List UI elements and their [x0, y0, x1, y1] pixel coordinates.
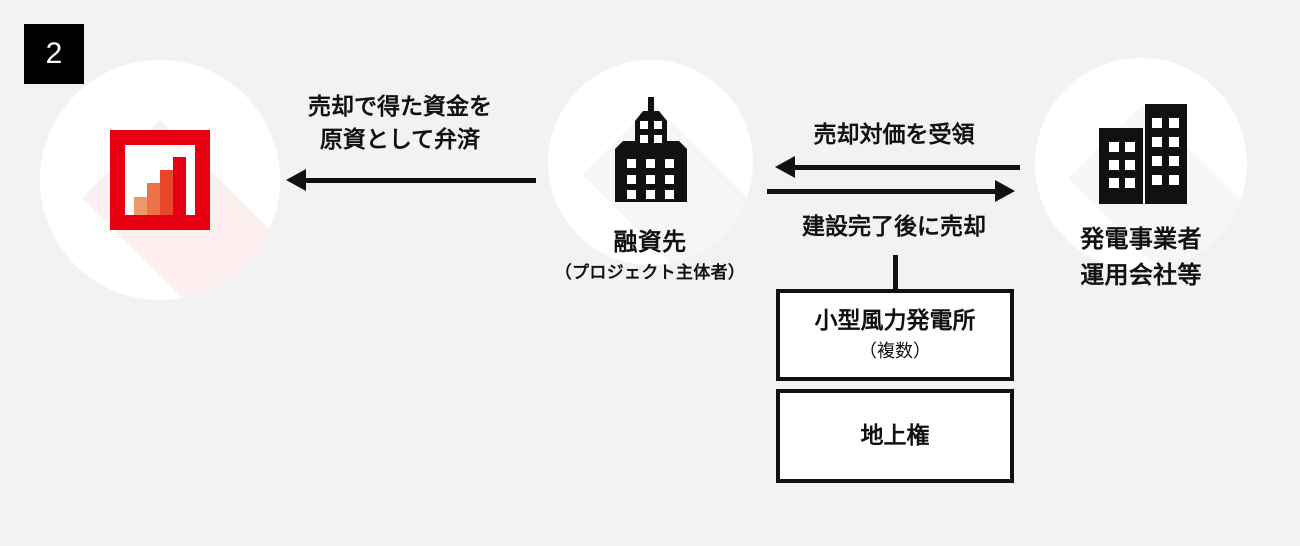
node-power-operator-title: 発電事業者	[1080, 226, 1202, 253]
chart-bar-4	[173, 157, 186, 215]
connector-line-to-assets	[893, 255, 898, 290]
office-tower-icon	[607, 97, 695, 202]
arrow-shaft	[795, 165, 1020, 170]
node-loan-recipient-caption: 融資先 （プロジェクト主体者）	[490, 228, 810, 284]
arrow-label-receive-proceeds-line1: 売却対価を受領	[813, 121, 975, 147]
node-loan-recipient-title: 融資先	[613, 229, 687, 256]
step-number-label: 2	[45, 37, 63, 70]
asset-box-surface-rights: 地上権	[776, 389, 1014, 483]
arrow-label-repayment-line2: 原資として弁済	[319, 125, 481, 152]
arrow-shaft	[306, 178, 536, 183]
asset-box-wind-plant: 小型風力発電所 （複数）	[776, 289, 1014, 381]
node-power-operator-subtitle: 運用会社等	[1080, 262, 1202, 289]
asset-box-wind-plant-sub: （複数）	[859, 341, 931, 362]
two-buildings-icon	[1097, 104, 1189, 204]
asset-box-surface-rights-title: 地上権	[860, 422, 930, 449]
chart-bar-1	[134, 197, 147, 215]
arrow-head-left	[775, 156, 795, 178]
step-number-badge: 2	[24, 24, 84, 84]
arrow-label-repayment-line1: 売却で得た資金を	[308, 93, 492, 119]
arrow-label-sell-after-construction-line1: 建設完了後に売却	[802, 213, 986, 239]
arrow-label-sell-after-construction: 建設完了後に売却	[775, 210, 1013, 243]
node-loan-recipient	[548, 60, 753, 265]
chart-icon-bars	[125, 145, 195, 215]
arrow-shaft	[767, 189, 995, 194]
chart-bar-3	[160, 170, 173, 215]
asset-box-wind-plant-title: 小型風力発電所	[814, 307, 976, 334]
arrow-head-left	[286, 169, 306, 191]
office-tower-glyph	[615, 97, 687, 202]
bar-chart-icon	[110, 130, 210, 230]
arrow-label-receive-proceeds: 売却対価を受領	[775, 118, 1013, 151]
node-power-operator	[1035, 58, 1247, 270]
chart-icon-frame	[110, 130, 210, 230]
two-buildings-glyph	[1099, 104, 1187, 204]
chart-bar-2	[147, 183, 160, 215]
node-borrower-finance	[40, 60, 280, 300]
arrow-head-right	[995, 180, 1015, 202]
node-power-operator-caption: 発電事業者 運用会社等	[981, 225, 1300, 291]
node-loan-recipient-subtitle: （プロジェクト主体者）	[554, 263, 746, 282]
arrow-label-repayment: 売却で得た資金を 原資として弁済	[270, 90, 530, 155]
